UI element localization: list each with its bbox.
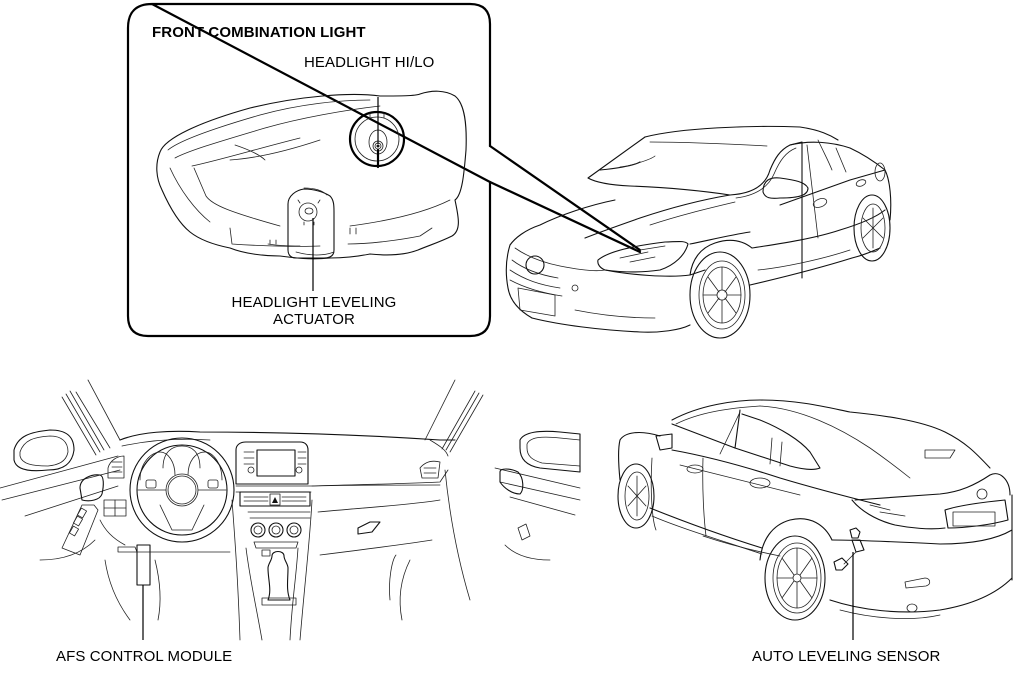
callout-box	[126, 2, 642, 338]
zoom-wedge-line-lower	[488, 180, 642, 254]
label-headlight-leveling-actuator-line1: HEADLIGHT LEVELING	[231, 294, 397, 311]
callout-title: FRONT COMBINATION LIGHT	[152, 24, 366, 41]
label-headlight-leveling-actuator-line2: ACTUATOR	[273, 311, 355, 328]
label-headlight-hi-lo: HEADLIGHT HI/LO	[304, 54, 435, 71]
interior-dashboard	[0, 379, 581, 641]
headlight-assembly	[156, 90, 467, 260]
front-exterior-car	[505, 125, 892, 339]
label-auto-leveling-sensor: AUTO LEVELING SENSOR	[752, 648, 941, 665]
label-afs-control-module: AFS CONTROL MODULE	[56, 648, 233, 665]
rear-exterior-car	[617, 399, 1013, 621]
zoom-wedge-line-upper	[488, 144, 642, 252]
